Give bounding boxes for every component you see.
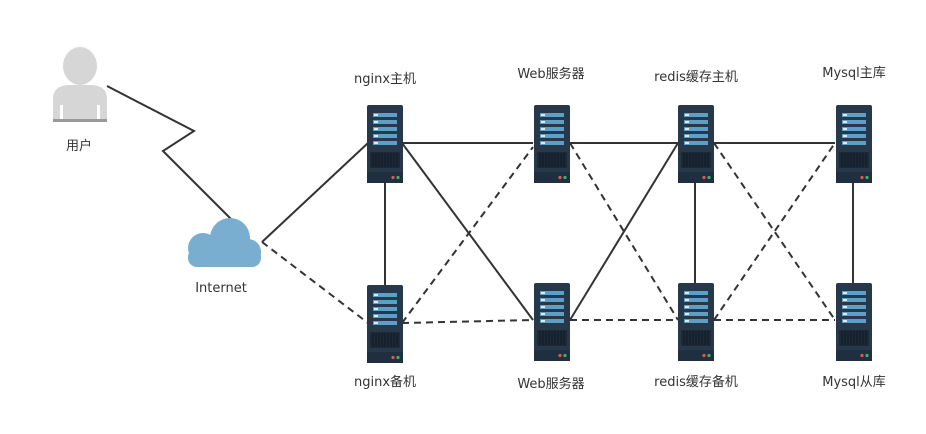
web-server-bottom-label: Web服务器 <box>517 377 585 392</box>
nginx-main-label: nginx主机 <box>353 72 417 87</box>
server-icon <box>677 104 715 184</box>
link-nginx-backup-web-top <box>401 146 534 324</box>
mysql-main-label: Mysql主库 <box>822 66 886 81</box>
nginx-backup-label: nginx备机 <box>353 375 417 390</box>
server-icon <box>533 282 571 362</box>
redis-backup-label: redis缓存备机 <box>654 375 738 390</box>
link-internet-nginx-backup <box>261 241 369 324</box>
link-user-internet <box>106 85 241 229</box>
link-nginx-main-web-bottom <box>401 142 534 321</box>
internet-label: Internet <box>195 281 247 296</box>
server-icon <box>835 104 873 184</box>
link-web-bottom-redis-main <box>569 142 679 321</box>
server-icon <box>835 282 873 362</box>
server-icon <box>533 104 571 184</box>
cloud-icon <box>188 218 261 267</box>
link-web-top-redis-backup <box>569 142 679 321</box>
link-internet-nginx-main <box>261 142 369 243</box>
server-icon <box>366 104 404 184</box>
user-label: 用户 <box>65 139 93 154</box>
mysql-slave-label: Mysql从库 <box>822 375 886 390</box>
web-server-top-label: Web服务器 <box>517 67 585 82</box>
server-icon <box>366 284 404 364</box>
redis-main-label: redis缓存主机 <box>654 70 738 85</box>
user-icon <box>53 47 107 122</box>
link-nginx-backup-web-bottom <box>401 319 534 324</box>
connections <box>106 85 854 324</box>
server-icon <box>677 282 715 362</box>
